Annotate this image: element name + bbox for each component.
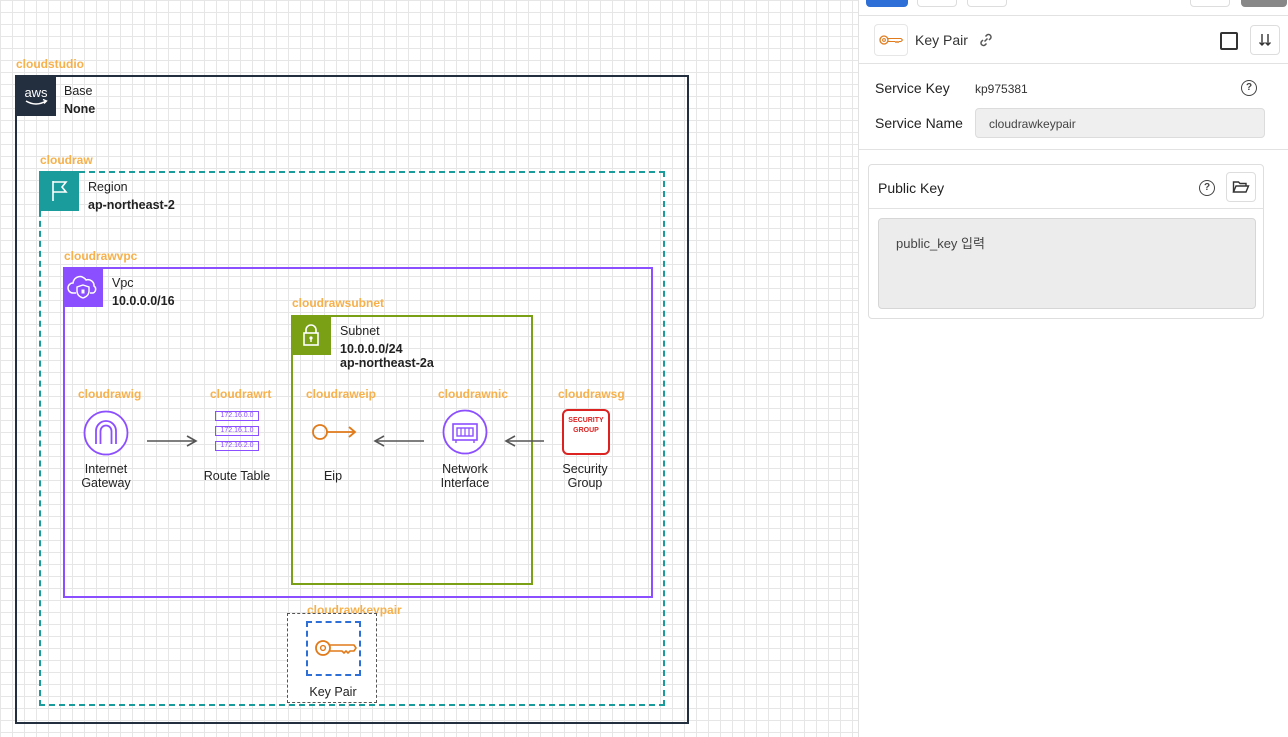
- internet-gateway-icon[interactable]: [83, 410, 129, 456]
- maximize-icon[interactable]: [1220, 32, 1238, 50]
- service-key-label: Service Key: [875, 80, 950, 96]
- vpc-cloud-icon: [63, 267, 103, 307]
- subnet-cidr: 10.0.0.0/24: [340, 342, 403, 356]
- diagram-canvas[interactable]: cloudstudio aws Base None cloudraw Regio…: [0, 0, 858, 737]
- aws-logo-icon: aws: [16, 76, 56, 116]
- toolbar-button-dark[interactable]: [1241, 0, 1287, 7]
- sg-id-label: cloudrawsg: [558, 387, 625, 401]
- route-table-label: Route Table: [203, 469, 271, 483]
- region-flag-icon: [39, 171, 79, 211]
- key-icon: [315, 640, 357, 656]
- cloudstudio-group-label: cloudstudio: [16, 57, 84, 71]
- cloudrawsubnet-group-label: cloudrawsubnet: [292, 296, 385, 310]
- edge-layer: [147, 435, 544, 447]
- public-key-label: Public Key: [878, 180, 945, 196]
- vpc-value: 10.0.0.0/16: [112, 294, 175, 308]
- route-row: 172.16.2.0: [215, 441, 259, 451]
- cloudrawvpc-group-label: cloudrawvpc: [64, 249, 138, 263]
- eip-id-label: cloudraweip: [306, 387, 377, 401]
- keypair-label: Key Pair: [309, 685, 357, 699]
- service-name-input[interactable]: cloudrawkeypair: [975, 108, 1265, 138]
- route-row: 172.16.0.0: [215, 411, 259, 421]
- collapse-panel-button[interactable]: [1250, 25, 1280, 55]
- region-group[interactable]: [39, 171, 665, 706]
- help-icon[interactable]: ?: [1241, 80, 1257, 96]
- route-table-icon[interactable]: 172.16.0.0 172.16.1.0 172.16.2.0: [214, 409, 260, 455]
- svg-text:aws: aws: [24, 85, 48, 100]
- keypair-node-selection[interactable]: [287, 613, 377, 703]
- base-value: None: [64, 102, 96, 116]
- help-icon[interactable]: ?: [1199, 180, 1215, 196]
- nic-id-label: cloudrawnic: [438, 387, 509, 401]
- toolbar-button-primary[interactable]: [866, 0, 908, 7]
- network-interface-icon[interactable]: [442, 409, 488, 455]
- subnet-group[interactable]: [291, 315, 533, 585]
- keypair-header-icon: [874, 24, 908, 56]
- subnet-az: ap-northeast-2a: [340, 356, 434, 370]
- arrows-down-icon: [1259, 34, 1271, 46]
- rt-id-label: cloudrawrt: [210, 387, 272, 401]
- route-row: 172.16.1.0: [215, 426, 259, 436]
- region-value: ap-northeast-2: [88, 198, 175, 212]
- public-key-card: Public Key ? public_key 입력: [868, 164, 1264, 319]
- cloudstudio-group[interactable]: [15, 75, 689, 724]
- link-icon[interactable]: [977, 31, 995, 49]
- subnet-title: Subnet: [340, 324, 380, 338]
- eip-label: Eip: [323, 469, 343, 483]
- toolbar-button[interactable]: [1190, 0, 1230, 7]
- igw-id-label: cloudrawig: [78, 387, 142, 401]
- subnet-lock-icon: [291, 315, 331, 355]
- base-title: Base: [64, 84, 93, 98]
- properties-panel: Key Pair Service Key kp975381 ? Service …: [858, 0, 1288, 737]
- eip-icon[interactable]: [310, 420, 358, 444]
- vpc-group[interactable]: [63, 267, 653, 598]
- open-file-button[interactable]: [1226, 172, 1256, 202]
- service-name-label: Service Name: [875, 115, 963, 131]
- panel-title: Key Pair: [915, 32, 968, 48]
- vpc-title: Vpc: [112, 276, 134, 290]
- cloudraw-group-label: cloudraw: [40, 153, 93, 167]
- keypair-node[interactable]: [306, 621, 361, 676]
- folder-open-icon: [1232, 181, 1250, 193]
- region-title: Region: [88, 180, 128, 194]
- toolbar-button[interactable]: [917, 0, 957, 7]
- public-key-textarea[interactable]: public_key 입력: [878, 218, 1256, 309]
- service-key-value: kp975381: [975, 82, 1028, 96]
- toolbar-button[interactable]: [967, 0, 1007, 7]
